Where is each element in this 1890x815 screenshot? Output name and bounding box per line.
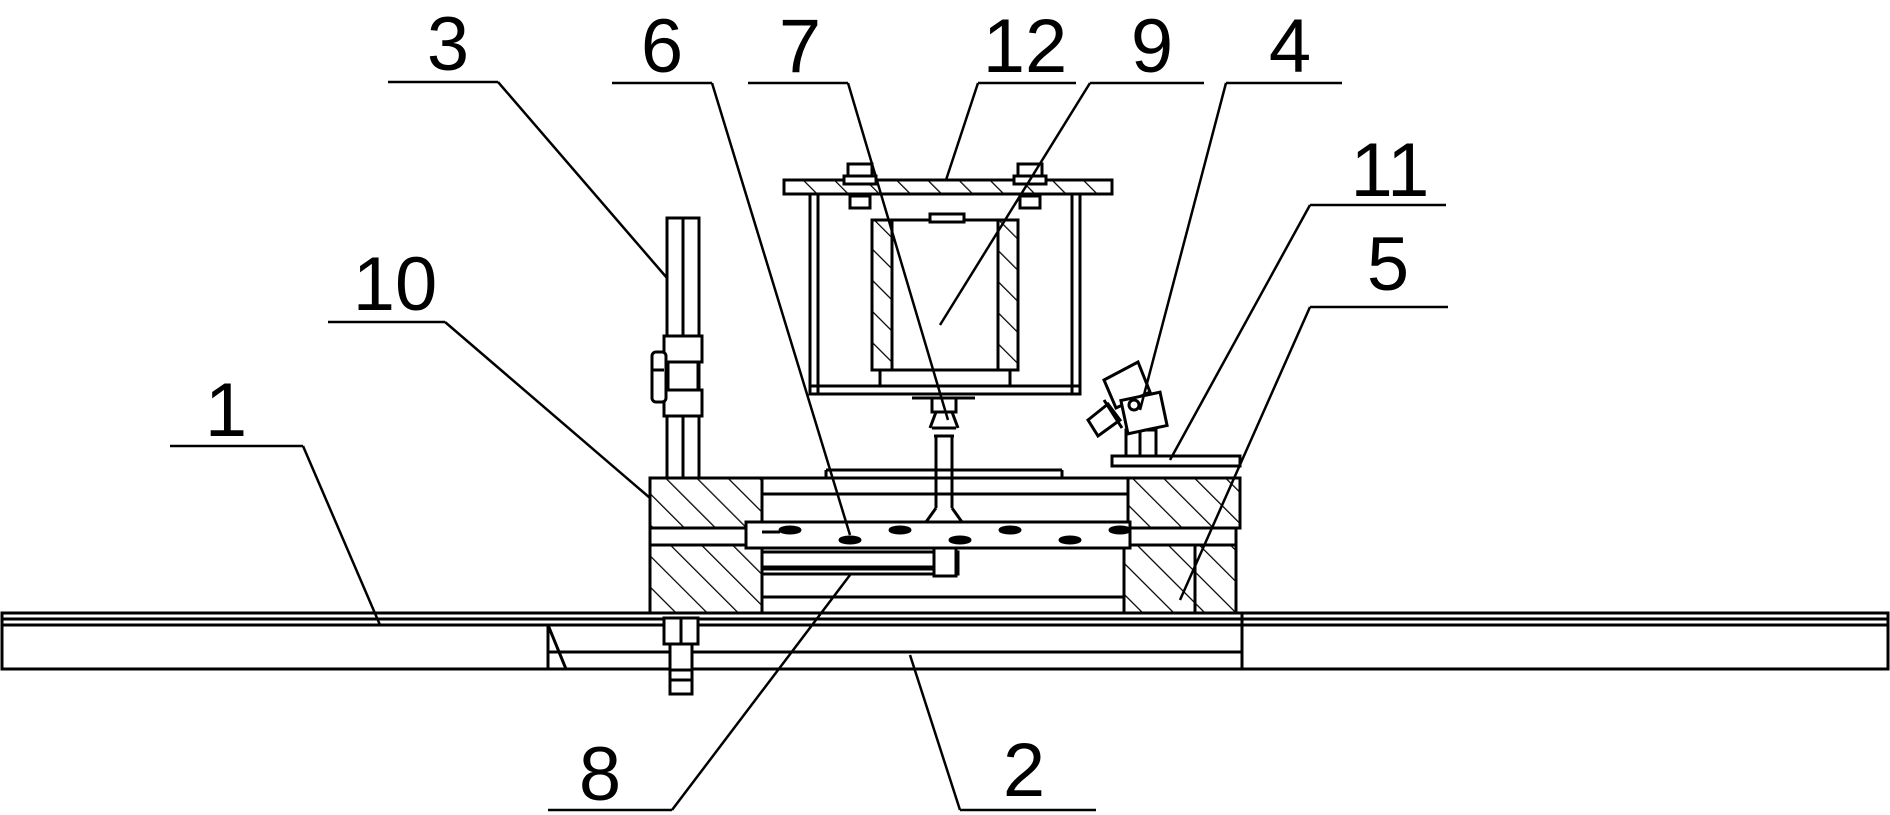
- label-7: 7: [779, 4, 821, 89]
- label-3: 3: [427, 2, 469, 87]
- leader-lines: [170, 80, 1448, 812]
- label-12: 12: [983, 4, 1068, 89]
- clamp-plate: [744, 520, 1132, 550]
- label-6: 6: [641, 4, 683, 89]
- part-labels: 1 2 3 4 5 6 7 8 9 10 11 12: [205, 2, 1430, 815]
- bottom-bolt: [662, 616, 700, 696]
- guide-column: [650, 216, 704, 480]
- mold-box: [782, 178, 1114, 396]
- push-rod: [912, 396, 975, 524]
- lower-plate: [760, 546, 960, 578]
- lower-base-block: [648, 543, 1238, 615]
- label-9: 9: [1131, 4, 1173, 89]
- label-2: 2: [1003, 728, 1045, 813]
- label-1: 1: [205, 368, 247, 453]
- label-5: 5: [1367, 222, 1409, 307]
- toggle-clamp: [1086, 359, 1242, 468]
- rail: [0, 611, 1890, 671]
- label-4: 4: [1269, 4, 1311, 89]
- label-8: 8: [579, 732, 621, 815]
- slider: [546, 623, 1244, 671]
- label-10: 10: [353, 242, 438, 327]
- label-11: 11: [1351, 128, 1430, 213]
